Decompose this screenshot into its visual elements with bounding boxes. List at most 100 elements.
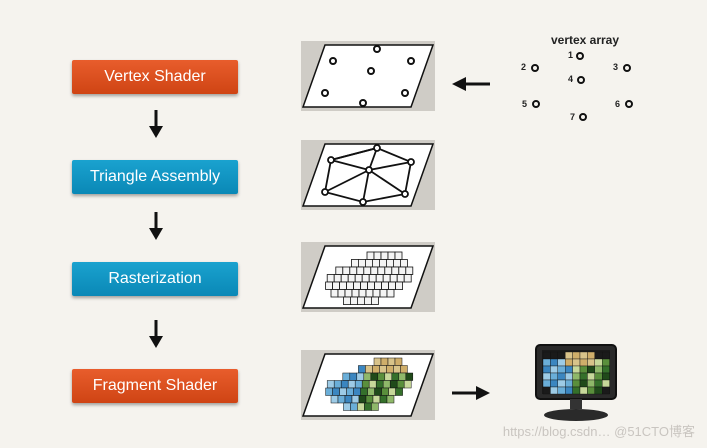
monitor-icon bbox=[535, 344, 617, 421]
pixel-cell bbox=[572, 386, 581, 395]
pixel-cell bbox=[387, 357, 396, 366]
pixel-cell bbox=[395, 387, 403, 396]
stage-label: Fragment Shader bbox=[92, 377, 218, 394]
triangle-assembly-panel bbox=[301, 140, 435, 210]
pixel-cell bbox=[565, 386, 573, 395]
pixel-cell bbox=[565, 365, 573, 374]
pixel-cell bbox=[394, 251, 403, 260]
pixel-cell bbox=[400, 259, 408, 268]
vertex-dot bbox=[623, 64, 631, 72]
pixel-cell bbox=[354, 274, 363, 283]
pixel-cell bbox=[358, 289, 367, 298]
pixel-cell bbox=[557, 358, 566, 367]
pixel-cell bbox=[387, 251, 396, 260]
pixel-cell bbox=[587, 351, 596, 360]
pixel-cell bbox=[542, 372, 551, 381]
pixel-cell bbox=[601, 351, 610, 360]
pixel-cell bbox=[395, 281, 403, 290]
pixel-cell bbox=[579, 365, 588, 374]
pixel-cell bbox=[386, 289, 395, 298]
down-arrow-icon bbox=[149, 110, 163, 138]
pixel-cell bbox=[380, 251, 389, 260]
pixel-cell bbox=[335, 266, 344, 275]
pixel-cell bbox=[365, 259, 373, 268]
pixel-cell bbox=[377, 372, 386, 381]
pixel-cell bbox=[572, 358, 581, 367]
pixel-cell bbox=[351, 259, 359, 268]
pixel-cell bbox=[579, 351, 588, 360]
pixel-cell bbox=[339, 387, 347, 396]
pixel-cell bbox=[360, 387, 368, 396]
pixel-cell bbox=[382, 380, 391, 389]
pixel-cell bbox=[367, 281, 375, 290]
pixel-cell bbox=[557, 379, 566, 388]
pixel-cell bbox=[388, 387, 396, 396]
pixel-cell bbox=[542, 379, 551, 388]
pixel-cell bbox=[391, 372, 400, 381]
pixel-cell bbox=[326, 274, 335, 283]
pixel-cell bbox=[594, 386, 603, 395]
vertex-label: 3 bbox=[613, 62, 619, 72]
pixel-cell bbox=[381, 387, 389, 396]
pixel-cell bbox=[374, 281, 382, 290]
pixel-cell bbox=[332, 387, 340, 396]
pixel-cell bbox=[550, 379, 558, 388]
pixel-cell bbox=[400, 365, 408, 374]
pixel-cell bbox=[601, 386, 610, 395]
pixel-cell bbox=[370, 266, 379, 275]
pixel-cell bbox=[325, 387, 333, 396]
vertex-dot bbox=[531, 64, 539, 72]
pixel-cell bbox=[361, 380, 370, 389]
vertex-label: 7 bbox=[570, 112, 576, 122]
pixel-cell bbox=[356, 266, 365, 275]
pixel-cell bbox=[344, 289, 353, 298]
pixel-cell bbox=[382, 274, 391, 283]
pixel-cell bbox=[565, 351, 573, 360]
pixel-cell bbox=[386, 395, 395, 404]
pixel-cell bbox=[396, 380, 405, 389]
pixel-cell bbox=[358, 259, 366, 268]
stage-label: Triangle Assembly bbox=[89, 168, 221, 185]
pixel-cell bbox=[358, 395, 367, 404]
pixel-cell bbox=[333, 380, 342, 389]
vertex-label: 2 bbox=[521, 62, 527, 72]
pixel-cell bbox=[370, 372, 379, 381]
pixel-cell bbox=[373, 357, 382, 366]
pixel-cell bbox=[368, 380, 377, 389]
rasterization-panel bbox=[301, 242, 435, 312]
pixel-cell bbox=[343, 296, 351, 305]
pixel-cell bbox=[379, 289, 388, 298]
pixel-cell bbox=[361, 274, 370, 283]
pixel-cell bbox=[353, 281, 361, 290]
vertex-label: 1 bbox=[568, 50, 574, 60]
pixel-cell bbox=[557, 386, 566, 395]
pixel-cell bbox=[365, 289, 374, 298]
pixel-cell bbox=[351, 289, 360, 298]
pixel-cell bbox=[572, 351, 581, 360]
pixel-cell bbox=[398, 372, 407, 381]
pixel-cell bbox=[542, 365, 551, 374]
pixel-cell bbox=[380, 357, 389, 366]
stage-rasterization: Rasterization bbox=[72, 262, 238, 296]
pixel-cell bbox=[366, 251, 375, 260]
left-arrow-icon bbox=[452, 77, 490, 91]
pixel-cell bbox=[379, 259, 387, 268]
down-arrow-icon bbox=[149, 212, 163, 240]
pixel-cell bbox=[579, 358, 588, 367]
down-arrow-icon bbox=[149, 320, 163, 348]
pixel-cell bbox=[372, 395, 381, 404]
pixel-cell bbox=[364, 296, 372, 305]
pixel-cell bbox=[357, 402, 365, 411]
pixel-cell bbox=[332, 281, 341, 290]
pixel-cell bbox=[403, 274, 412, 283]
pixel-cell bbox=[594, 358, 603, 367]
pixel-cell bbox=[372, 259, 380, 268]
pixel-cell bbox=[389, 274, 398, 283]
pixel-cell bbox=[350, 402, 358, 411]
pixel-cell bbox=[367, 387, 375, 396]
pixel-cell bbox=[379, 395, 388, 404]
pixel-cell bbox=[351, 395, 360, 404]
pixel-cell bbox=[363, 266, 372, 275]
pixel-cell bbox=[337, 289, 346, 298]
pixel-cell bbox=[377, 266, 386, 275]
